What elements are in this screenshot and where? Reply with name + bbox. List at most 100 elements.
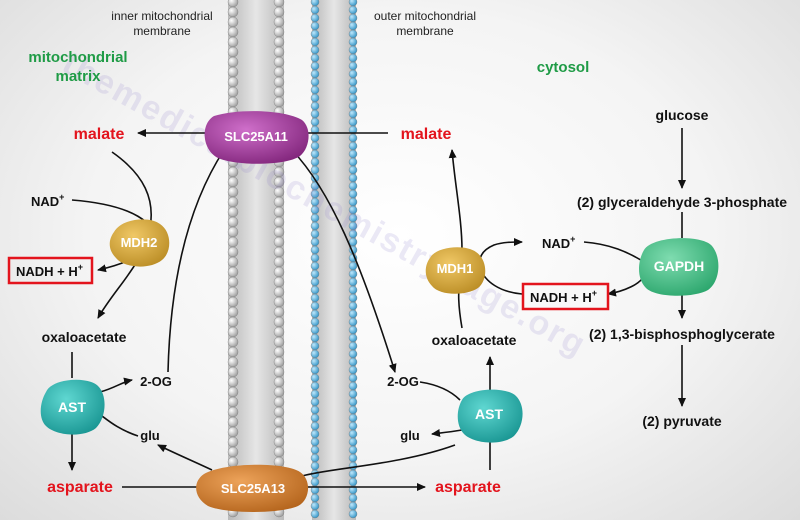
membrane-head-bead [310,29,320,39]
membrane-head-bead [310,53,320,63]
membrane-head-bead [273,16,285,28]
membrane-head-bead [310,341,320,351]
membrane-head-bead [273,346,285,358]
membrane-head-bead [310,133,320,143]
membrane-head-bead [273,356,285,368]
membrane-head-bead [348,469,358,479]
membrane-head-bead [348,461,358,471]
outer-membrane [310,0,358,520]
membrane-head-bead [310,397,320,407]
membrane-head-bead [348,13,358,23]
membrane-head-bead [227,306,239,318]
membrane-head-bead [227,356,239,368]
ast-cytosol-label: AST [475,406,503,422]
membrane-head-bead [273,396,285,408]
membrane-head-bead [348,37,358,47]
membrane-head-bead [348,357,358,367]
membrane-head-bead [227,6,239,18]
membrane-head-bead [227,86,239,98]
membrane-head-bead [348,397,358,407]
membrane-head-bead [227,36,239,48]
membrane-head-bead [348,133,358,143]
membrane-head-bead [348,61,358,71]
membrane-head-bead [310,493,320,503]
membrane-head-bead [273,236,285,248]
membrane-head-bead [348,509,358,519]
membrane-head-bead [273,76,285,88]
membrane-head-bead [273,406,285,418]
membrane-head-bead [348,405,358,415]
membrane-head-bead [310,253,320,263]
membrane-head-bead [310,445,320,455]
membrane-head-bead [227,376,239,388]
membrane-head-bead [310,509,320,519]
membrane-head-bead [273,56,285,68]
membrane-head-bead [227,316,239,328]
membrane-head-bead [348,269,358,279]
membrane-head-bead [310,261,320,271]
membrane-head-bead [273,66,285,78]
membrane-head-bead [273,86,285,98]
ast-matrix-label: AST [58,399,86,415]
membrane-head-bead [273,216,285,228]
membrane-head-bead [273,436,285,448]
membrane-head-bead [348,45,358,55]
membrane-head-bead [310,389,320,399]
membrane-head-bead [310,349,320,359]
membrane-head-bead [273,36,285,48]
membrane-head-bead [310,229,320,239]
membrane-head-bead [273,256,285,268]
cytosol-2og: 2-OG [387,374,419,389]
membrane-head-bead [273,6,285,18]
cytosol-oxaloacetate: oxaloacetate [432,332,517,348]
membrane-head-bead [348,85,358,95]
membrane-head-bead [227,56,239,68]
outer-membrane-label-line1: outer mitochondrial [374,9,476,23]
slc25a11-label: SLC25A11 [224,129,288,144]
membrane-head-bead [310,277,320,287]
membrane-head-bead [273,336,285,348]
membrane-head-bead [273,96,285,108]
membrane-head-bead [227,96,239,108]
membrane-head-bead [310,109,320,119]
membrane-head-bead [310,325,320,335]
membrane-head-bead [310,5,320,15]
membrane-head-bead [348,165,358,175]
membrane-head-bead [348,429,358,439]
membrane-head-bead [227,196,239,208]
membrane-head-bead [273,366,285,378]
membrane-head-bead [227,456,239,468]
membrane-head-bead [227,446,239,458]
membrane-head-bead [273,386,285,398]
membrane-head-bead [227,286,239,298]
matrix-glu: glu [140,428,160,443]
membrane-head-bead [310,309,320,319]
membrane-head-bead [310,477,320,487]
cytosol-nad: NAD+ [542,234,575,251]
membrane-head-bead [273,246,285,258]
membrane-head-bead [348,277,358,287]
inner-membrane-label-line1: inner mitochondrial [111,9,212,23]
membrane-head-bead [273,286,285,298]
membrane-head-bead [348,341,358,351]
membrane-head-bead [273,46,285,58]
membrane-head-bead [227,386,239,398]
membrane-head-bead [273,446,285,458]
bisphosphoglycerate: (2) 1,3-bisphosphoglycerate [589,326,775,342]
membrane-head-bead [348,389,358,399]
membrane-head-bead [310,165,320,175]
matrix-nad: NAD+ [31,192,64,209]
membrane-head-bead [348,173,358,183]
membrane-head-bead [348,29,358,39]
membrane-head-bead [273,426,285,438]
membrane-head-bead [348,349,358,359]
membrane-head-bead [227,296,239,308]
membrane-head-bead [310,13,320,23]
membrane-head-bead [310,317,320,327]
membrane-head-bead [227,176,239,188]
membrane-head-bead [227,276,239,288]
membrane-head-bead [348,77,358,87]
membrane-head-bead [310,157,320,167]
